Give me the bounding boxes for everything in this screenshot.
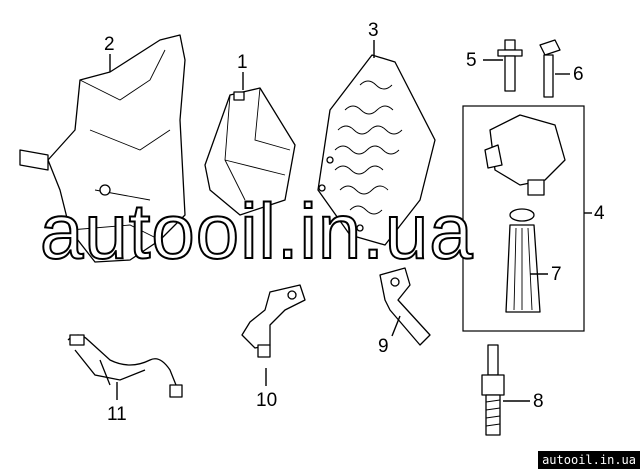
part-11-harness <box>67 334 183 398</box>
part-2-bracket <box>19 34 186 263</box>
part-5-stud <box>497 39 523 92</box>
callout-1: 1 <box>237 52 248 73</box>
part-9-cam-sensor <box>379 267 431 346</box>
part-1-ecm <box>204 87 296 216</box>
callout-5: 5 <box>466 50 477 71</box>
part-4-group-box <box>462 105 585 332</box>
part-3-cover <box>317 54 436 246</box>
part-6-bolt <box>539 39 561 98</box>
callout-11: 11 <box>107 404 127 425</box>
callout-2: 2 <box>104 34 115 55</box>
callout-7: 7 <box>551 264 562 285</box>
callout-8: 8 <box>533 391 544 412</box>
callout-3: 3 <box>368 20 379 41</box>
callout-6: 6 <box>573 64 584 85</box>
callout-9: 9 <box>378 336 389 357</box>
part-7-boot <box>505 208 541 313</box>
site-badge: autooil.in.ua <box>538 451 640 469</box>
part-4-ignition-coil <box>484 114 566 196</box>
watermark: autooil.in.ua <box>39 187 474 275</box>
callouts: 1 2 3 4 5 6 7 8 9 10 11 <box>104 20 605 425</box>
part-8-spark-plug <box>481 344 505 436</box>
callout-4: 4 <box>594 203 605 224</box>
part-10-crank-sensor <box>241 284 306 358</box>
callout-10: 10 <box>256 390 277 411</box>
